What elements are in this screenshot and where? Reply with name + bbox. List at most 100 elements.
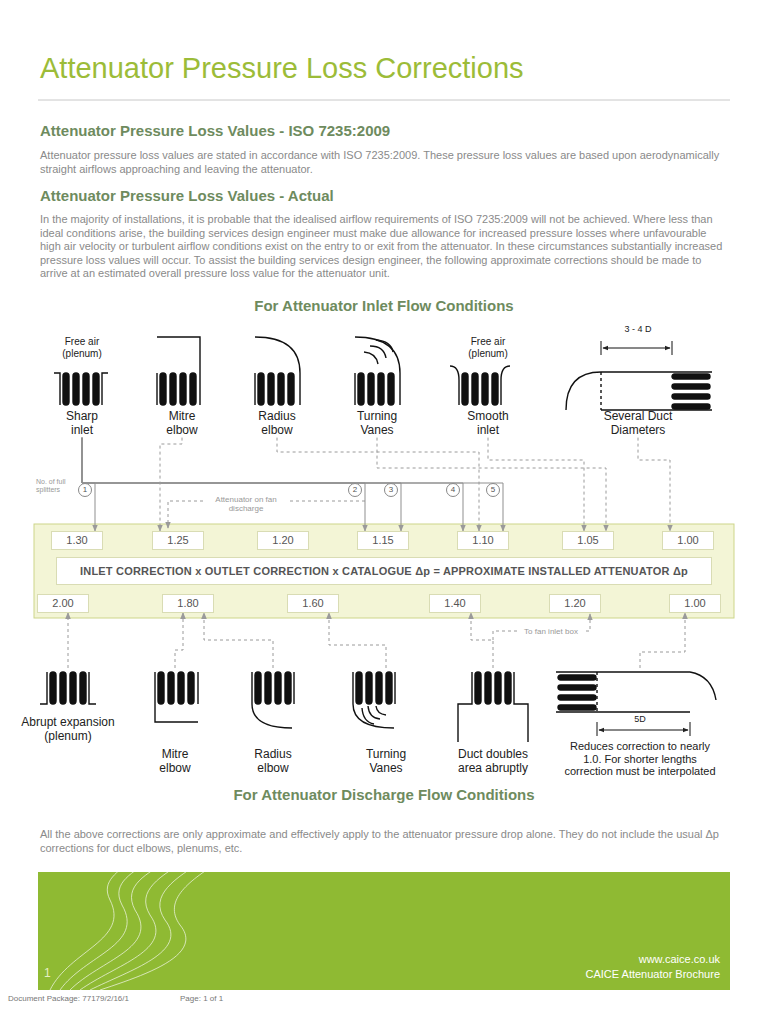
leader-note: To fan inlet box — [518, 626, 584, 637]
condition-connector — [640, 613, 685, 668]
value-text: 1.00 — [671, 532, 704, 549]
inlet-icons — [358, 373, 394, 405]
footnote: All the above corrections are only appro… — [40, 827, 730, 855]
inlet-correction-value: 1.25 — [152, 531, 204, 550]
value-text: 1.10 — [466, 532, 499, 549]
inlet-icons — [157, 337, 200, 405]
condition-label: Reduces correction to nearly 1.0. For sh… — [560, 740, 720, 778]
condition-connector — [160, 438, 182, 531]
footer-band — [38, 872, 730, 990]
paragraph: In the majority of installations, it is … — [40, 213, 730, 281]
condition-label: 3 - 4 D — [608, 324, 668, 334]
callout-number: 4 — [446, 483, 460, 497]
outlet-icons — [40, 672, 716, 742]
inlet-icons — [601, 341, 672, 355]
inlet-correction-value: 1.05 — [562, 531, 614, 550]
condition-connector — [204, 613, 273, 668]
condition-label: Duct doubles area abruptly — [453, 748, 533, 776]
inlet-icons — [54, 373, 108, 405]
condition-label: Radius elbow — [250, 410, 305, 438]
leader-lines — [493, 614, 590, 640]
outlet-condition: Turning Vanes — [346, 668, 426, 776]
footer-band — [50, 872, 222, 990]
inlet-icons — [255, 337, 300, 405]
outlet-condition: Radius elbow — [233, 668, 313, 776]
outlet-condition: Duct doubles area abruptly — [453, 668, 533, 776]
inlet-correction-value: 1.20 — [257, 531, 309, 550]
inlet-icons — [63, 373, 99, 405]
inlet-correction-value: 1.10 — [457, 531, 509, 550]
inlet-icons — [566, 372, 712, 410]
outlet-correction-value: 1.00 — [669, 594, 721, 613]
callout-number: 1 — [78, 483, 92, 497]
correction-band — [34, 524, 734, 618]
outlet-icons — [155, 672, 198, 722]
condition-label: Several Duct Diameters — [588, 410, 688, 438]
leader-note: Attenuator on fan discharge — [205, 494, 287, 514]
outlet-icons — [596, 672, 597, 712]
inlet-icons — [603, 348, 670, 349]
outlet-correction-value: 1.20 — [549, 594, 601, 613]
inlet-correction-value: 1.15 — [357, 531, 409, 550]
inlet-condition: Radius elbow — [237, 336, 317, 438]
splitter-connector — [82, 438, 503, 531]
inlet-condition: 3 - 4 D Several Duct Diameters — [560, 322, 716, 438]
outlet-icons — [40, 672, 96, 704]
condition-connector — [329, 613, 386, 668]
footer-band — [50, 872, 130, 990]
value-text: 1.05 — [571, 532, 604, 549]
outlet-correction-value: 1.40 — [429, 594, 481, 613]
footer-band — [70, 872, 168, 990]
inlet-icons — [160, 373, 196, 405]
outlet-icons — [255, 672, 291, 704]
value-text: 1.25 — [161, 532, 194, 549]
outlet-correction-value: 1.60 — [287, 594, 339, 613]
splitter-connector — [82, 438, 365, 531]
section-heading: Attenuator Pressure Loss Values - ISO 72… — [40, 122, 730, 140]
paragraph: Attenuator pressure loss values are stat… — [40, 148, 730, 176]
callout-number: 3 — [384, 483, 398, 497]
callout-number: 5 — [486, 483, 500, 497]
outlet-condition: Abrupt expansion (plenum) — [18, 668, 118, 744]
value-text: 1.60 — [296, 595, 329, 612]
inlet-icons — [600, 372, 601, 410]
condition-connector — [277, 438, 479, 531]
condition-connector — [175, 613, 183, 668]
condition-connector — [638, 438, 670, 531]
outlet-icons — [353, 672, 395, 728]
axis-note: No. of full splitters — [36, 478, 78, 494]
outlet-icons — [599, 730, 688, 731]
title-rule — [38, 100, 730, 101]
formula-box: INLET CORRECTION x OUTLET CORRECTION x C… — [56, 557, 712, 585]
condition-label: Abrupt expansion (plenum) — [18, 716, 118, 744]
condition-label: Radius elbow — [246, 748, 301, 776]
outlet-icons — [50, 672, 86, 704]
outlet-icons — [558, 675, 596, 710]
outlet-icons — [252, 672, 294, 728]
page-number: 1 — [44, 966, 64, 980]
inlet-condition: Turning Vanes — [337, 336, 417, 438]
value-text: 1.20 — [558, 595, 591, 612]
footer-title: CAICE Attenuator Brochure — [400, 968, 720, 981]
footer-band — [38, 860, 730, 990]
document-ref: Document Package: 77179/2/16/1 — [8, 994, 178, 1004]
value-text: INLET CORRECTION x OUTLET CORRECTION x C… — [74, 563, 694, 580]
inlet-icons — [355, 337, 400, 405]
inlet-icons — [672, 374, 710, 409]
value-text: 1.80 — [171, 595, 204, 612]
condition-connector — [488, 438, 584, 531]
footer-url: www.caice.co.uk — [400, 953, 720, 966]
condition-label: Mitre elbow — [150, 748, 200, 776]
splitter-connector — [82, 438, 463, 531]
condition-connector — [377, 438, 606, 531]
outlet-correction-value: 2.00 — [37, 594, 89, 613]
outlet-correction-value: 1.80 — [162, 594, 214, 613]
value-text: 1.20 — [266, 532, 299, 549]
value-text: 1.30 — [60, 532, 93, 549]
outlet-icons — [556, 672, 716, 712]
footer-band — [60, 872, 150, 990]
condition-label: Sharp inlet — [57, 410, 107, 438]
condition-connector — [68, 613, 69, 668]
diagram-subtitle: For Attenuator Inlet Flow Conditions — [0, 297, 768, 315]
inlet-icons — [54, 337, 712, 410]
